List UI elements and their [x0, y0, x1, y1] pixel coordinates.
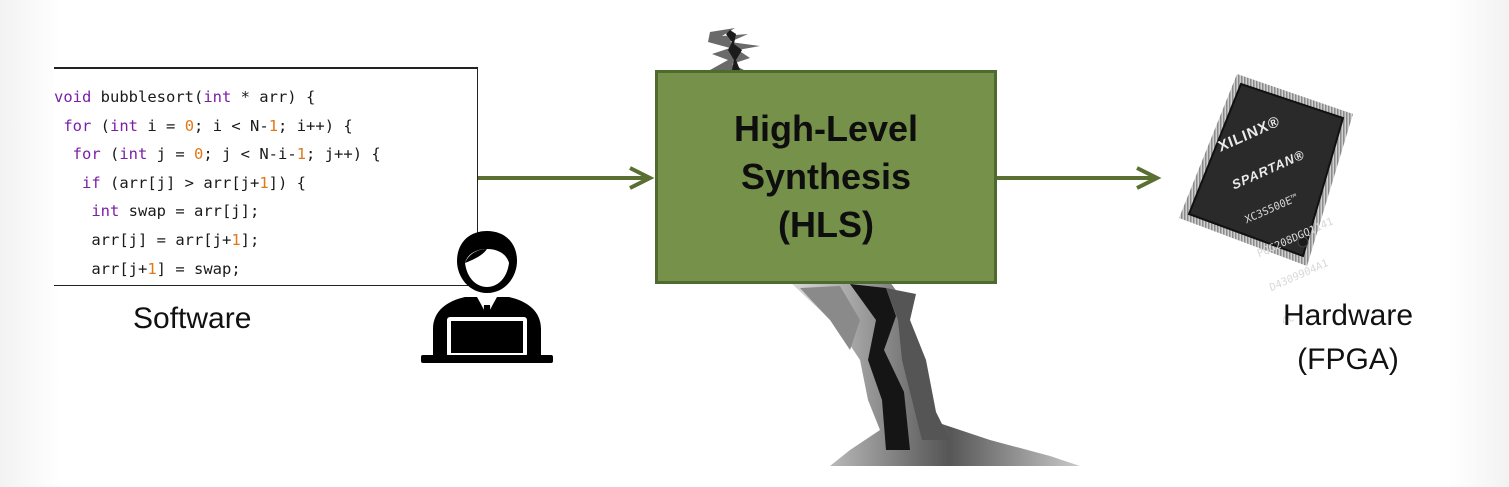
hls-box: High-Level Synthesis (HLS)	[655, 70, 997, 284]
user-laptop-icon	[421, 231, 553, 363]
arrow-to-hardware	[997, 166, 1162, 190]
arrow-to-hls	[478, 166, 655, 190]
fpga-chip-image	[1179, 74, 1353, 266]
hardware-label-line2: (FPGA)	[1297, 343, 1399, 376]
code-line: void bubblesort(int * arr) {	[54, 88, 316, 106]
code-line: int swap = arr[j];	[91, 202, 260, 221]
code-line: arr[j] = arr[j+1];	[54, 230, 260, 249]
hardware-label: Hardware (FPGA)	[1238, 294, 1458, 382]
code-line: arr[j+1] = swap;	[54, 259, 241, 278]
code-snippet: void bubblesort(int * arr) { for (int i …	[54, 67, 478, 286]
hardware-label-line1: Hardware	[1282, 299, 1414, 332]
software-label: Software	[133, 302, 252, 335]
code-line: for (int i = 0; i < N-1; i++) {	[63, 116, 353, 135]
hls-title-line3: (HLS)	[778, 204, 874, 245]
code-line: if (arr[j] > arr[j+1]) {	[82, 173, 306, 192]
hls-title-line1: High-Level	[733, 108, 919, 149]
crack-graphic	[708, 28, 1080, 466]
code-line: for (int j = 0; j < N-i-1; j++) {	[72, 145, 381, 164]
hls-title-line2: Synthesis	[740, 156, 912, 197]
